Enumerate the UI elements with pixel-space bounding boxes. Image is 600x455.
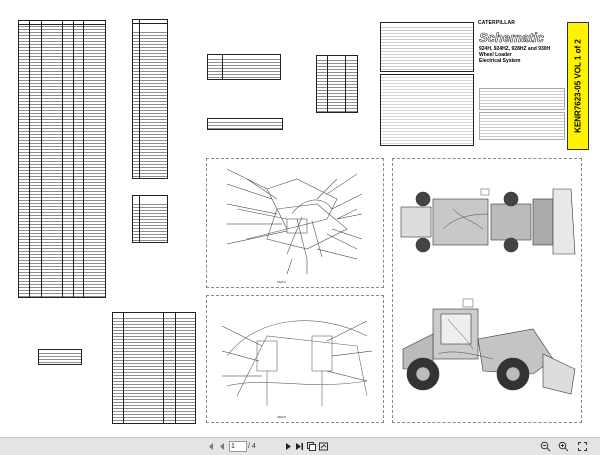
zoom-in-icon[interactable] — [558, 441, 569, 452]
splice-table — [38, 349, 82, 365]
component-locator-table — [18, 20, 106, 298]
revision-table — [479, 112, 565, 140]
notes-box — [380, 74, 474, 146]
chassis-harness-drawing — [221, 320, 373, 406]
export-icon[interactable] — [318, 441, 329, 452]
page-total: / 4 — [248, 443, 256, 450]
models-line: Electrical System — [479, 58, 521, 64]
ground-table — [112, 312, 196, 424]
symbol-legend-box — [380, 22, 474, 72]
models-line: 924H, 924HZ, 928HZ and 930H — [479, 46, 551, 52]
copy-icon[interactable] — [306, 441, 317, 452]
chassis-harness-view: VIEW B — [206, 295, 384, 423]
page-number-input[interactable] — [229, 441, 247, 452]
fuse-table — [207, 54, 281, 80]
document-title: Schematic — [479, 30, 545, 46]
fullscreen-icon[interactable] — [577, 441, 588, 452]
wheel-loader-drawing — [400, 188, 576, 395]
diode-table — [207, 118, 283, 130]
document-number-strip: KENR7623-05 VOL 1 of 2 — [567, 22, 589, 150]
pdf-toolbar: / 4 — [0, 437, 600, 455]
last-page-icon[interactable] — [294, 441, 305, 452]
engine-harness-drawing — [226, 168, 363, 275]
prev-page-icon[interactable] — [217, 441, 228, 452]
switch-table — [132, 195, 168, 243]
models-line: Wheel Loader — [479, 52, 512, 58]
panel-caption: VIEW A — [277, 281, 286, 284]
serial-number-table — [479, 88, 565, 110]
panel-caption: VIEW B — [277, 416, 286, 419]
engine-harness-view: VIEW A — [206, 158, 384, 288]
model-description: 924H, 924HZ, 928HZ and 930H Wheel Loader… — [479, 46, 569, 64]
machine-location-view — [392, 158, 582, 423]
first-page-icon[interactable] — [206, 441, 217, 452]
next-page-icon[interactable] — [283, 441, 294, 452]
document-number: KENR7623-05 VOL 1 of 2 — [573, 39, 583, 133]
schematic-sheet: VIEW A VIEW B — [18, 19, 589, 424]
brand-logo: CATERPILLAR — [478, 20, 516, 26]
zoom-out-icon[interactable] — [540, 441, 551, 452]
harness-connector-table — [132, 19, 168, 179]
relay-table — [316, 55, 358, 113]
